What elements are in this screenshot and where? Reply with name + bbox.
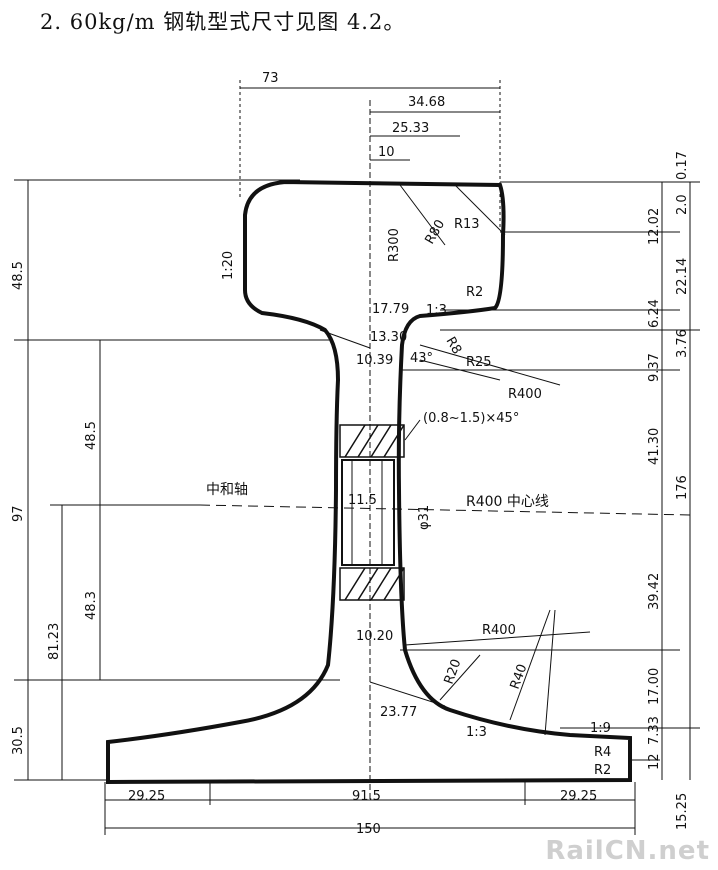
slope-1-3-bottom: 1:3 — [466, 725, 487, 740]
dim-73: 73 — [262, 71, 279, 86]
centerline-label: R400 中心线 — [466, 494, 549, 510]
dim-29-25-right: 29.25 — [560, 789, 597, 804]
dim-48-5-mid: 48.5 — [84, 421, 99, 450]
dim-25-33: 25.33 — [392, 121, 429, 136]
chamfer-note: (0.8~1.5)×45° — [423, 411, 519, 426]
dim-10-20: 10.20 — [356, 629, 393, 644]
figure-title: 2. 60kg/m 钢轨型式尺寸见图 4.2。 — [40, 10, 406, 34]
slope-1-20: 1:20 — [221, 251, 236, 280]
dim-97: 97 — [11, 505, 26, 522]
watermark: RailCN.net — [545, 836, 710, 866]
radius-r8: R8 — [443, 335, 465, 357]
dim-150: 150 — [356, 822, 381, 837]
dim-23-77: 23.77 — [380, 705, 417, 720]
radius-r300: R300 — [387, 228, 402, 262]
dim-3-76: 3.76 — [675, 329, 690, 358]
dim-13-30: 13.30 — [370, 330, 407, 345]
dim-12: 12 — [647, 753, 662, 770]
radius-r40: R40 — [508, 662, 531, 691]
neutral-axis-label: 中和轴 — [206, 482, 248, 498]
dim-29-25-left: 29.25 — [128, 789, 165, 804]
slope-1-9: 1:9 — [590, 721, 611, 736]
radius-r2-bottom: R2 — [594, 763, 611, 778]
dim-7-33: 7.33 — [647, 716, 662, 745]
radius-r20: R20 — [442, 657, 465, 686]
dim-176: 176 — [675, 475, 690, 500]
dim-11-5: 11.5 — [348, 493, 377, 508]
dim-39-42: 39.42 — [647, 573, 662, 610]
dim-22-14: 22.14 — [675, 258, 690, 295]
dim-30-5: 30.5 — [11, 726, 26, 755]
dim-10: 10 — [378, 145, 395, 160]
dim-17-00: 17.00 — [647, 668, 662, 705]
dim-0-17: 0.17 — [675, 151, 690, 180]
dim-2-0: 2.0 — [675, 194, 690, 215]
dim-9-37: 9.37 — [647, 353, 662, 382]
lower-hatch — [339, 567, 405, 601]
hole-phi31: φ31 — [417, 505, 432, 530]
dim-10-39: 10.39 — [356, 353, 393, 368]
dim-17-79: 17.79 — [372, 302, 409, 317]
dim-48-5-top: 48.5 — [11, 261, 26, 290]
radius-r25: R25 — [466, 355, 492, 370]
radius-r400-top: R400 — [508, 387, 542, 402]
dim-91-5: 91.5 — [352, 789, 381, 804]
dim-81-23: 81.23 — [47, 623, 62, 660]
dim-12-02: 12.02 — [647, 208, 662, 245]
radius-r80: R80 — [422, 217, 448, 247]
radius-r2: R2 — [466, 285, 483, 300]
radius-r4: R4 — [594, 745, 611, 760]
radius-r400-bottom: R400 — [482, 623, 516, 638]
dim-41-30: 41.30 — [647, 428, 662, 465]
upper-hatch — [339, 424, 405, 458]
radius-r13: R13 — [454, 217, 480, 232]
dim-34-68: 34.68 — [408, 95, 445, 110]
neutral-axis — [199, 504, 691, 516]
bolt-hole — [341, 459, 395, 566]
dim-6-24: 6.24 — [647, 299, 662, 328]
hatch-lines — [344, 424, 405, 601]
angle-43: 43° — [410, 351, 433, 366]
slope-1-3-top: 1:3 — [426, 303, 447, 318]
rail-outline — [106, 179, 632, 785]
dim-48-3: 48.3 — [84, 591, 99, 620]
dim-15-25: 15.25 — [675, 793, 690, 830]
